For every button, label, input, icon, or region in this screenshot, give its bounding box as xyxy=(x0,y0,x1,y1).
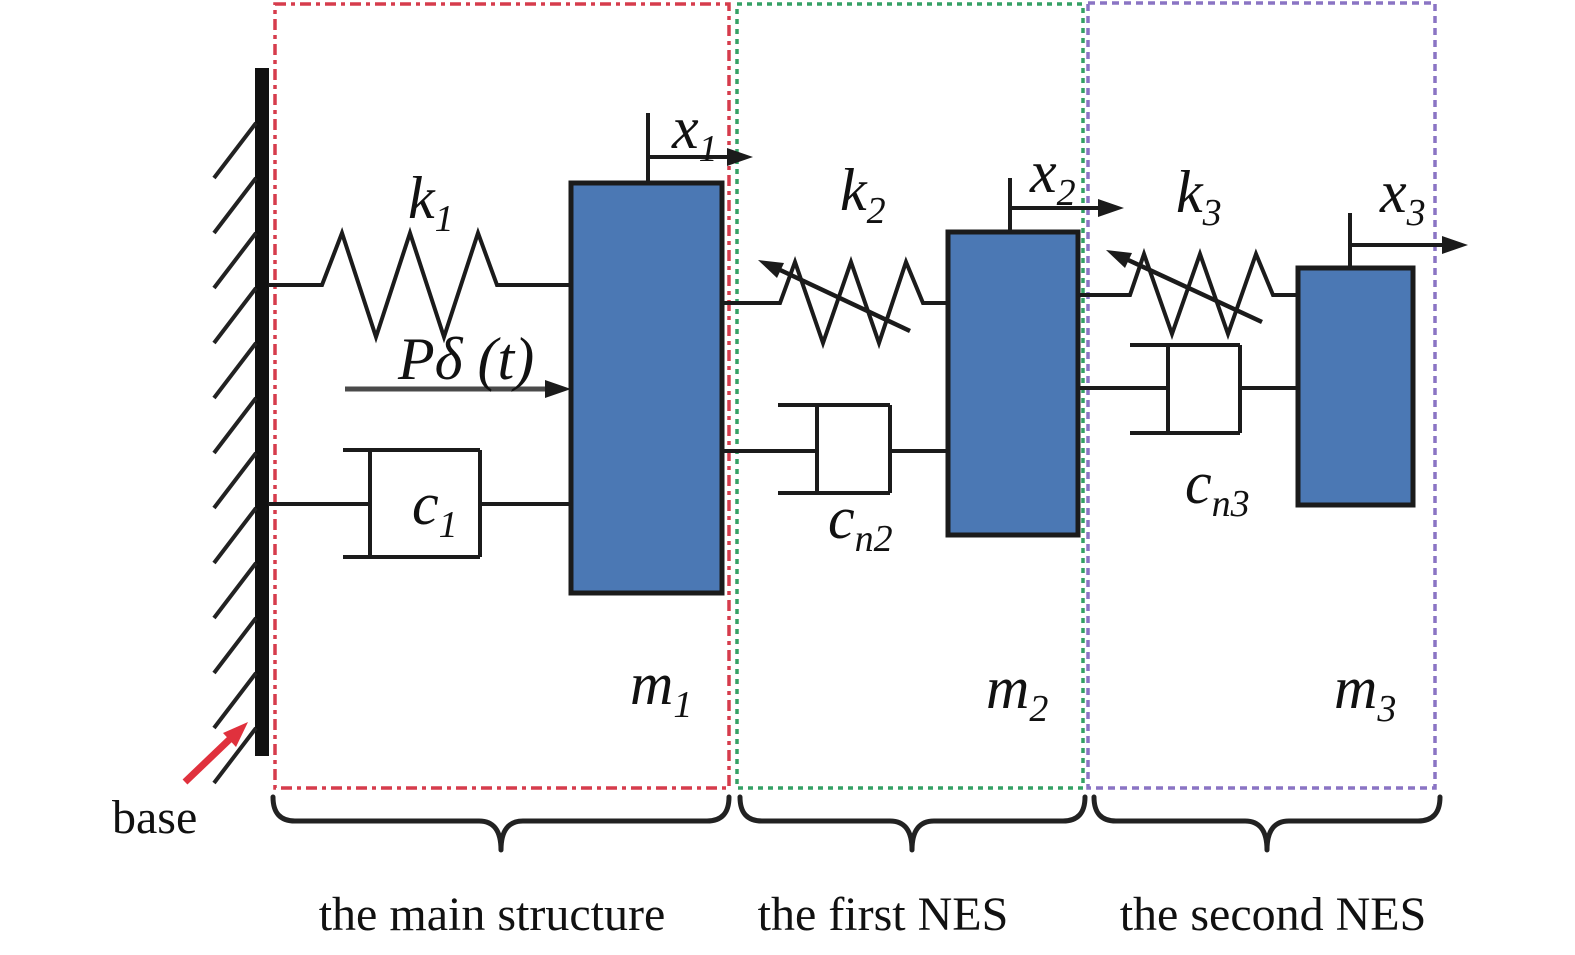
spring-k3 xyxy=(1078,247,1298,341)
label-c1: c1 xyxy=(412,471,458,546)
mass-m1 xyxy=(568,180,725,596)
label-k2: k2 xyxy=(840,157,886,232)
damper-c1 xyxy=(268,448,571,559)
brace-second-nes xyxy=(1091,794,1443,853)
label-k1: k1 xyxy=(408,165,454,240)
spring-k2 xyxy=(722,255,948,350)
base-wall xyxy=(212,68,269,785)
wall-hatching xyxy=(212,121,258,785)
label-x3: x3 xyxy=(1379,159,1426,234)
main-structure-box xyxy=(273,2,731,790)
wall-bar xyxy=(255,68,269,756)
first-nes-box xyxy=(735,2,1085,790)
label-m1: m1 xyxy=(630,651,692,726)
damper-cn3 xyxy=(1078,343,1298,435)
label-force: Pδ (t) xyxy=(397,326,534,392)
mass-m3 xyxy=(1295,265,1416,508)
displacement-x2 xyxy=(1008,178,1124,232)
label-x1: x1 xyxy=(671,95,718,170)
k3-nonlinearity-arrow xyxy=(1106,250,1263,325)
label-x2: x2 xyxy=(1029,139,1076,214)
k2-nonlinearity-arrow xyxy=(758,260,911,334)
base-pointer-arrow xyxy=(182,722,248,785)
brace-first-nes xyxy=(737,794,1088,853)
label-base: base xyxy=(112,791,197,844)
brace-main-structure xyxy=(270,794,732,853)
label-cn3: cn3 xyxy=(1185,450,1250,525)
caption-first-nes: the first NES xyxy=(758,888,1009,941)
force-arrow xyxy=(345,380,571,398)
second-nes-box xyxy=(1086,1,1437,790)
damper-cn2 xyxy=(722,403,948,495)
mass-m2 xyxy=(945,229,1081,538)
caption-second-nes: the second NES xyxy=(1120,888,1427,941)
label-k3: k3 xyxy=(1176,159,1222,234)
spring-k1 xyxy=(268,226,571,344)
label-cn2: cn2 xyxy=(828,485,893,560)
displacement-x3 xyxy=(1348,213,1468,268)
caption-main-structure: the main structure xyxy=(319,888,666,941)
label-m3: m3 xyxy=(1334,655,1396,730)
label-m2: m2 xyxy=(986,655,1048,730)
displacement-x1 xyxy=(646,113,753,183)
